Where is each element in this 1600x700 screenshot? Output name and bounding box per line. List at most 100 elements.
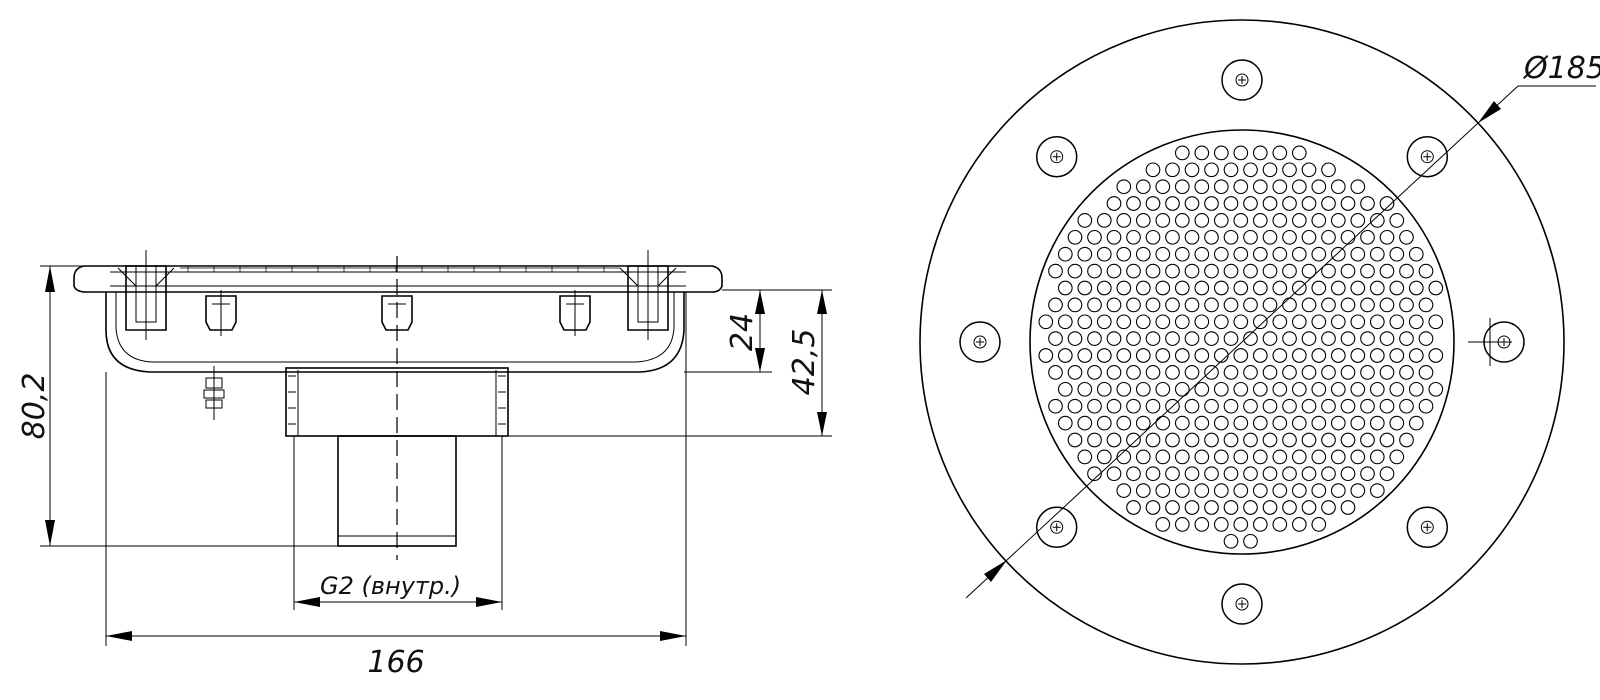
perforation-hole-icon — [1379, 196, 1395, 211]
perforation-hole-icon — [1301, 398, 1317, 414]
screw-head-icon — [1221, 583, 1263, 625]
perforation-hole-icon — [1301, 297, 1317, 313]
perforation-hole-icon — [1213, 213, 1229, 228]
perforation-hole-icon — [1213, 145, 1229, 161]
perforation-hole-icon — [1379, 297, 1395, 313]
perforation-hole-icon — [1360, 432, 1375, 448]
perforation-hole-icon — [1291, 280, 1307, 296]
perforation-hole-icon — [1233, 213, 1249, 228]
perforation-hole-icon — [1165, 162, 1180, 178]
perforation-hole-icon — [1243, 398, 1258, 414]
perforation-hole-icon — [1340, 229, 1356, 245]
perforation-hole-icon — [1360, 398, 1375, 414]
perforation-hole-icon — [1272, 145, 1288, 161]
perforation-hole-icon — [1184, 229, 1200, 245]
perforation-hole-icon — [1272, 348, 1288, 363]
perforation-hole-icon — [1077, 415, 1093, 431]
perforation-hole-icon — [1106, 432, 1122, 448]
screw-head-icon — [959, 321, 1001, 363]
perforation-hole-icon — [1194, 179, 1210, 195]
perforation-hole-icon — [1282, 263, 1297, 279]
perforation-hole-icon — [1360, 297, 1375, 313]
perforation-hole-icon — [1369, 348, 1385, 363]
perforation-hole-icon — [1087, 263, 1102, 279]
dim-diameter: Ø185 — [965, 51, 1600, 599]
perforation-hole-icon — [1213, 449, 1229, 465]
perforation-hole-icon — [1321, 297, 1336, 313]
perforation-hole-icon — [1321, 432, 1336, 448]
perforation-hole-icon — [1321, 229, 1336, 245]
perforation-hole-icon — [1311, 483, 1327, 498]
perforation-hole-icon — [1301, 196, 1317, 211]
perforation-hole-icon — [1243, 331, 1258, 346]
perforation-hole-icon — [1165, 297, 1180, 313]
perforation-hole-icon — [1311, 246, 1327, 262]
perforation-hole-icon — [1291, 348, 1307, 363]
screw-head-icon — [1406, 135, 1449, 178]
perforation-hole-icon — [1428, 348, 1444, 363]
perforation-hole-icon — [1155, 314, 1171, 330]
perforation-hole-icon — [1126, 229, 1141, 245]
perforation-hole-icon — [1184, 196, 1200, 211]
perforation-hole-icon — [1096, 246, 1112, 262]
perforation-hole-icon — [1243, 229, 1258, 245]
perforation-hole-icon — [1135, 449, 1151, 465]
perforation-hole-icon — [1321, 466, 1336, 482]
perforation-hole-icon — [1165, 196, 1180, 211]
grate-circle — [1029, 129, 1455, 555]
perforation-hole-icon — [1126, 196, 1141, 211]
perforation-hole-icon — [1311, 179, 1327, 195]
dim-80-2-label: 80,2 — [17, 373, 52, 440]
perforation-hole-icon — [1116, 449, 1132, 465]
perforation-hole-icon — [1077, 381, 1093, 397]
perforation-hole-icon — [1077, 314, 1093, 330]
perforation-hole-icon — [1145, 196, 1161, 211]
perforation-hole-icon — [1096, 381, 1112, 397]
perforation-hole-icon — [1301, 331, 1317, 346]
perforation-hole-icon — [1096, 348, 1112, 363]
perforation-hole-icon — [1184, 466, 1200, 482]
perforation-hole-icon — [1330, 415, 1346, 431]
perforation-hole-icon — [1067, 229, 1083, 245]
perforation-hole-icon — [1116, 280, 1132, 296]
perforation-hole-icon — [1350, 314, 1366, 330]
perforation-hole-icon — [1194, 381, 1210, 397]
perforation-hole-icon — [1252, 314, 1268, 330]
perforation-hole-icon — [1262, 263, 1278, 279]
perforation-hole-icon — [1096, 449, 1112, 465]
perforation-hole-icon — [1155, 213, 1171, 228]
perforation-hole-icon — [1252, 517, 1268, 532]
perforation-hole-icon — [1194, 246, 1210, 262]
perforation-hole-icon — [1223, 432, 1239, 448]
perforation-hole-icon — [1252, 246, 1268, 262]
perforation-hole-icon — [1252, 145, 1268, 161]
perforation-hole-icon — [1155, 415, 1171, 431]
perforation-hole-icon — [1399, 297, 1414, 313]
perforation-hole-icon — [1360, 196, 1375, 211]
perforation-hole-icon — [1379, 432, 1395, 448]
perforation-hole-icon — [1038, 348, 1054, 363]
perforation-hole-icon — [1282, 365, 1297, 380]
perforation-hole-icon — [1067, 432, 1083, 448]
perforation-hole-icon — [1233, 179, 1249, 195]
perforation-hole-icon — [1096, 314, 1112, 330]
perforation-hole-icon — [1291, 246, 1307, 262]
perforation-hole-icon — [1087, 432, 1102, 448]
perforation-hole-icon — [1126, 263, 1141, 279]
screw-head-icon — [1035, 135, 1078, 178]
perforation-hole-icon — [1282, 331, 1297, 346]
perforation-hole-icon — [1106, 398, 1122, 414]
perforation-hole-icon — [1213, 280, 1229, 296]
screw-head-icon — [1035, 506, 1078, 549]
perforation-hole-icon — [1252, 348, 1268, 363]
perforation-hole-icon — [1399, 398, 1414, 414]
perforation-hole-icon — [1272, 179, 1288, 195]
perforation-hole-icon — [1252, 483, 1268, 498]
perforation-hole-icon — [1291, 314, 1307, 330]
perforation-hole-icon — [1369, 314, 1385, 330]
perforation-hole-icon — [1379, 466, 1395, 482]
perforation-hole-icon — [1135, 280, 1151, 296]
perforation-hole-icon — [1272, 280, 1288, 296]
perforation-hole-icon — [1087, 331, 1102, 346]
